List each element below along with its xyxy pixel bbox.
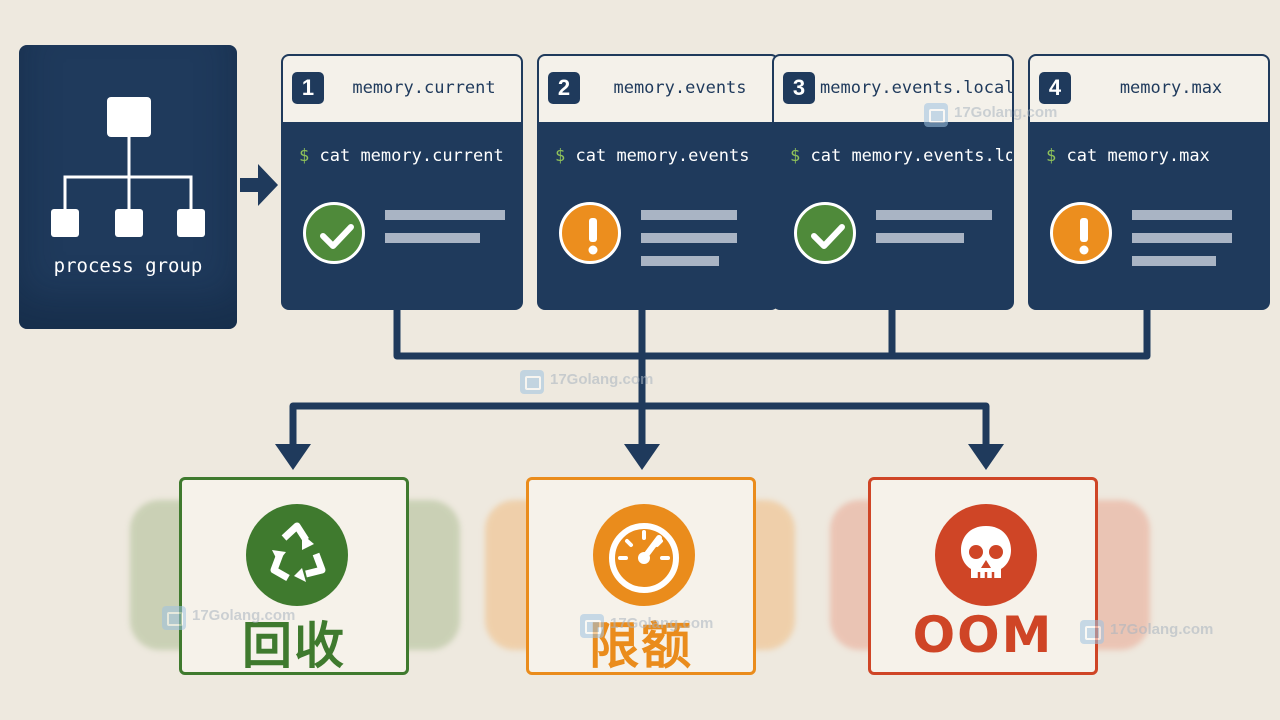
status-ok <box>794 202 856 264</box>
card-title: memory.current <box>352 78 496 98</box>
watermark-text: 17Golang.com <box>550 371 654 388</box>
arrow-to-cards <box>240 164 278 206</box>
outcome-label: OOM <box>912 606 1054 664</box>
check-icon <box>320 224 354 249</box>
skull-icon <box>935 504 1037 606</box>
card-title: memory.max <box>1119 78 1223 98</box>
arrow-to-oom <box>968 444 1004 470</box>
output-line <box>641 233 737 243</box>
metric-card-memory-events: 2 memory.events $ cat memory.events <box>537 54 779 310</box>
watermark-logo-icon <box>580 614 604 638</box>
watermark-text: 17Golang.com <box>192 607 296 624</box>
card-title: memory.events.local <box>820 78 1014 98</box>
output-line <box>1132 210 1232 220</box>
watermark-text: 17Golang.com <box>610 615 714 632</box>
metric-card-memory-max: 4 memory.max $ cat memory.max <box>1028 54 1270 310</box>
outcome-label: 回收 <box>242 617 346 675</box>
command-text: cat memory.max <box>1066 146 1210 166</box>
hierarchy-icon <box>51 97 205 237</box>
card-header: 1 memory.current <box>283 56 521 124</box>
card-title: memory.events <box>613 78 747 98</box>
command-line: $ cat memory.max <box>1046 146 1210 166</box>
process-group-box: process group <box>19 45 237 329</box>
status-ok <box>303 202 365 264</box>
shell-prompt: $ <box>555 146 566 166</box>
metric-card-memory-current: 1 memory.current $ cat memory.current <box>281 54 523 310</box>
connector-card-1 <box>393 310 1151 360</box>
outcome-label: 限额 <box>589 617 693 675</box>
output-line <box>876 233 964 243</box>
status-warning <box>1050 202 1112 264</box>
process-group-label: process group <box>53 255 203 277</box>
command-line: $ cat memory.events.local <box>790 146 1014 166</box>
shell-prompt: $ <box>1046 146 1057 166</box>
status-warning <box>559 202 621 264</box>
shell-prompt: $ <box>790 146 801 166</box>
output-line <box>641 256 719 266</box>
watermark-logo-icon <box>1080 620 1104 644</box>
output-line <box>385 233 480 243</box>
step-badge: 1 <box>292 72 324 104</box>
output-lines <box>641 210 761 279</box>
output-lines <box>1132 210 1252 279</box>
watermark-text: 17Golang.com <box>1110 621 1214 638</box>
command-text: cat memory.events <box>575 146 750 166</box>
output-line <box>1132 233 1232 243</box>
exclamation-icon <box>1079 218 1089 255</box>
exclamation-icon <box>588 218 598 255</box>
step-badge: 4 <box>1039 72 1071 104</box>
command-text: cat memory.events.local <box>810 146 1014 166</box>
output-line <box>641 210 737 220</box>
metric-card-memory-events-local: 3 memory.events.local $ cat memory.event… <box>772 54 1014 310</box>
output-lines <box>385 210 505 256</box>
card-header: 3 memory.events.local <box>774 56 1012 124</box>
command-line: $ cat memory.events <box>555 146 750 166</box>
watermark-logo-icon <box>924 103 948 127</box>
outcome-recycle: 回收 <box>179 477 409 675</box>
recycle-icon <box>246 504 348 606</box>
gauge-icon <box>593 504 695 606</box>
shell-prompt: $ <box>299 146 310 166</box>
card-header: 4 memory.max <box>1030 56 1268 124</box>
command-text: cat memory.current <box>319 146 504 166</box>
watermark-text: 17Golang.com <box>954 104 1058 121</box>
watermark-logo-icon <box>162 606 186 630</box>
arrow-to-recycle <box>275 444 311 470</box>
watermark-logo-icon <box>520 370 544 394</box>
step-badge: 2 <box>548 72 580 104</box>
output-line <box>876 210 992 220</box>
card-header: 2 memory.events <box>539 56 777 124</box>
outcome-oom: OOM <box>868 477 1098 675</box>
output-line <box>385 210 505 220</box>
check-icon <box>811 224 845 249</box>
command-line: $ cat memory.current <box>299 146 504 166</box>
step-badge: 3 <box>783 72 815 104</box>
output-lines <box>876 210 996 256</box>
output-line <box>1132 256 1216 266</box>
arrow-to-limit <box>624 444 660 470</box>
outcome-limit: 限额 <box>526 477 756 675</box>
